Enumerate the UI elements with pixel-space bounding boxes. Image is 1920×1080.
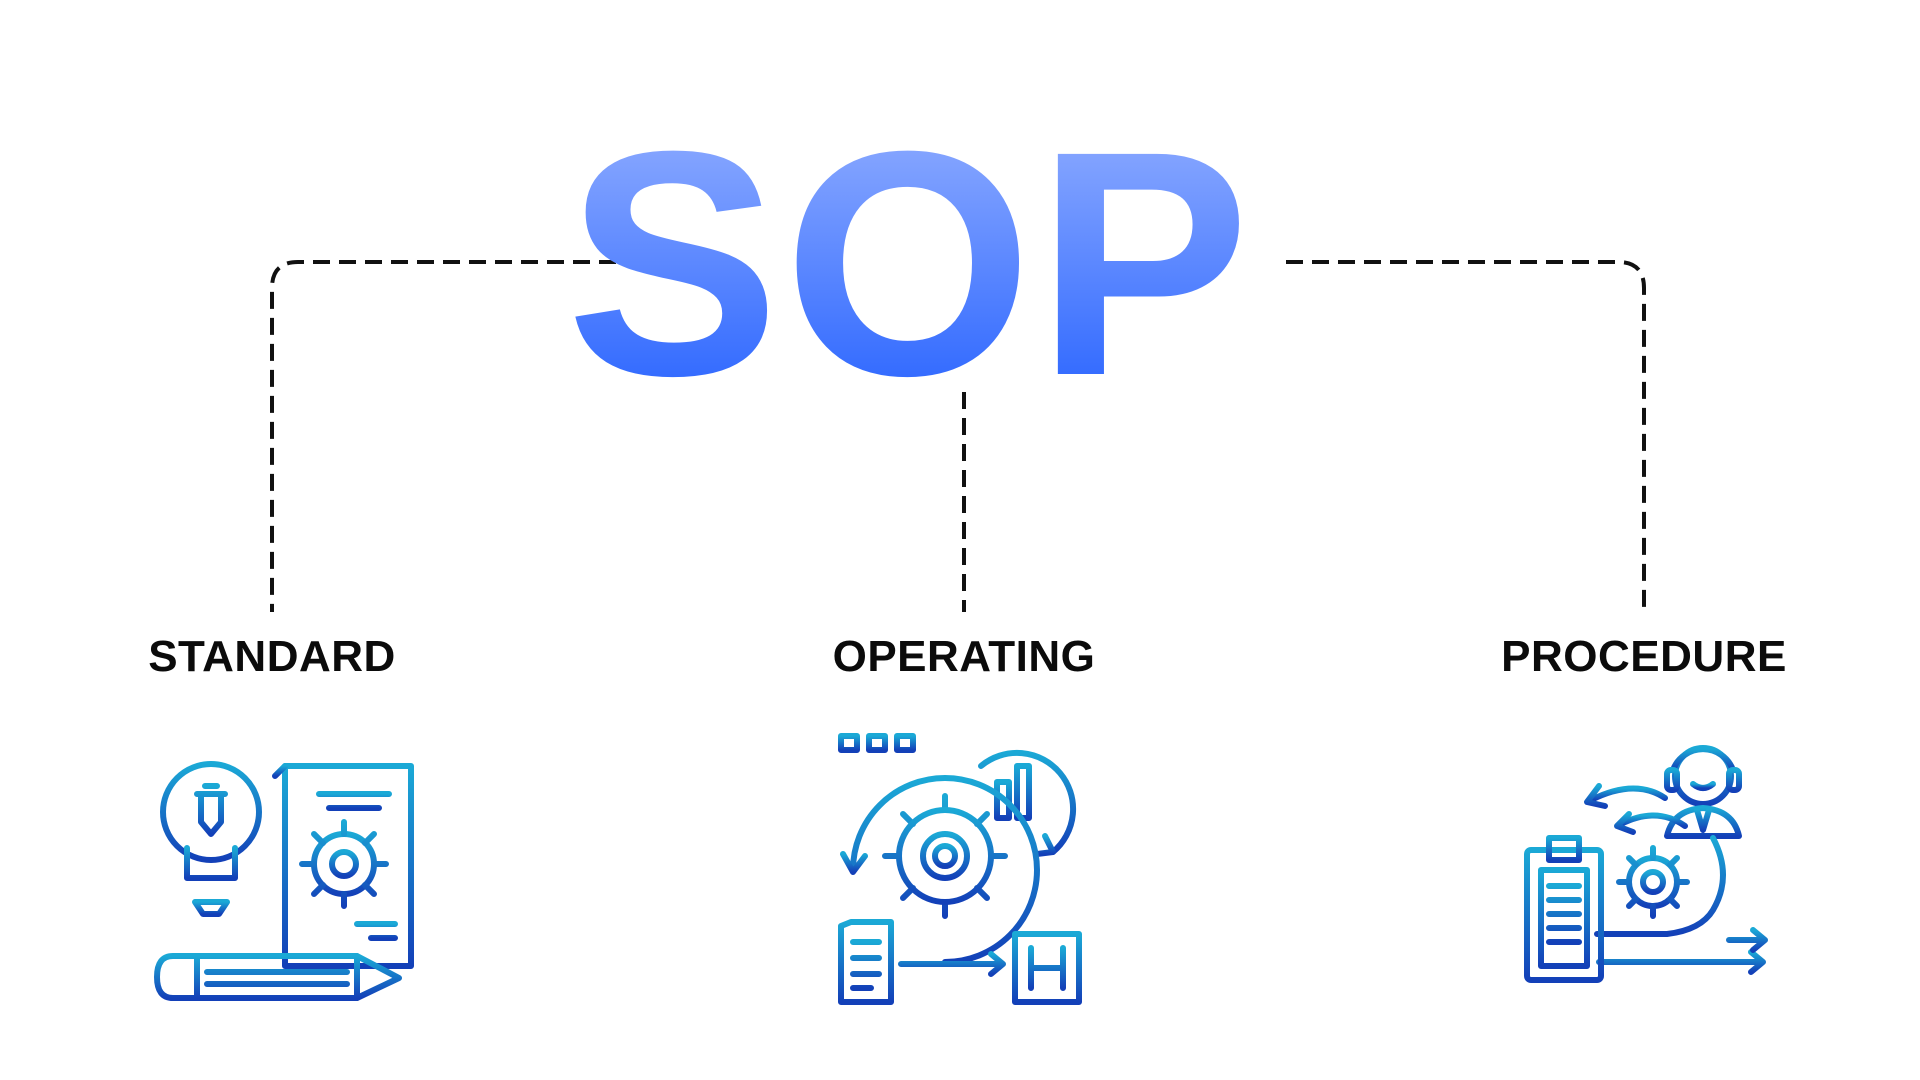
connector-left (270, 260, 642, 612)
label-standard: STANDARD (148, 632, 396, 681)
label-procedure: PROCEDURE (1501, 632, 1787, 681)
connector-right (1286, 260, 1646, 612)
sop-title: SOP (520, 110, 1300, 400)
sop-title-text: SOP (566, 110, 1254, 400)
lightbulb-gear-document-icon (147, 726, 417, 1016)
clipboard-person-workflow-icon (1517, 726, 1787, 1016)
label-operating: OPERATING (832, 632, 1096, 681)
gear-cycle-process-icon (831, 726, 1101, 1016)
